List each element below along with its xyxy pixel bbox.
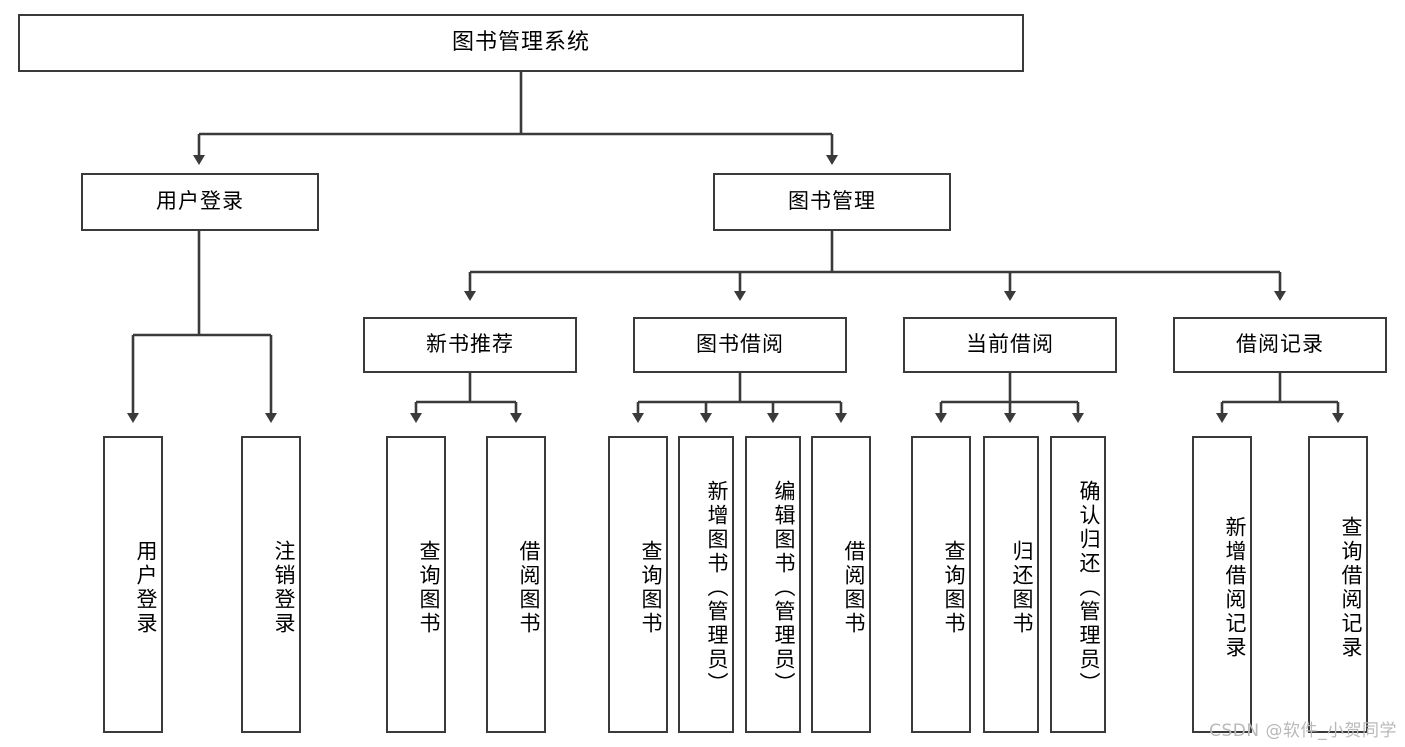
node-label: 图书管理系统 [451, 29, 590, 55]
node-label: 新增借阅记录 [1223, 515, 1247, 660]
node-borrow-record[interactable]: 借阅记录 [1173, 317, 1387, 373]
node-label: 当前借阅 [966, 332, 1054, 357]
node-leaf-query-book-current[interactable]: 查询图书 [911, 436, 971, 733]
node-label: 确认归还（管理员） [1077, 479, 1101, 696]
node-book-management[interactable]: 图书管理 [713, 173, 951, 231]
node-label: 编辑图书（管理员） [772, 479, 796, 696]
node-leaf-borrow-book-new[interactable]: 借阅图书 [486, 436, 546, 733]
node-label: 新增图书（管理员） [705, 479, 729, 696]
node-label: 查询图书 [942, 539, 966, 636]
node-new-book-recommend[interactable]: 新书推荐 [363, 317, 577, 373]
node-root-book-management-system[interactable]: 图书管理系统 [18, 14, 1024, 72]
node-leaf-borrow-book[interactable]: 借阅图书 [811, 436, 871, 733]
node-label: 注销登录 [272, 539, 296, 636]
node-leaf-query-borrow-record[interactable]: 查询借阅记录 [1308, 436, 1368, 733]
node-label: 查询图书 [639, 539, 663, 636]
node-label: 查询图书 [417, 539, 441, 636]
node-label: 借阅记录 [1236, 332, 1324, 357]
node-leaf-user-login[interactable]: 用户登录 [103, 436, 163, 733]
node-label: 用户登录 [156, 189, 244, 214]
watermark-text: CSDN @软件_小贺同学 [1209, 721, 1397, 741]
node-leaf-logout[interactable]: 注销登录 [241, 436, 301, 733]
node-label: 图书管理 [788, 189, 876, 214]
node-label: 查询借阅记录 [1339, 515, 1363, 660]
node-label: 借阅图书 [517, 539, 541, 636]
node-current-borrow[interactable]: 当前借阅 [903, 317, 1117, 373]
node-user-login[interactable]: 用户登录 [81, 173, 319, 231]
node-leaf-query-book-borrow[interactable]: 查询图书 [608, 436, 668, 733]
node-label: 借阅图书 [842, 539, 866, 636]
node-label: 新书推荐 [426, 332, 514, 357]
node-label: 归还图书 [1010, 539, 1034, 636]
node-leaf-query-book-new[interactable]: 查询图书 [386, 436, 446, 733]
node-leaf-confirm-return-admin[interactable]: 确认归还（管理员） [1050, 436, 1106, 733]
node-leaf-add-borrow-record[interactable]: 新增借阅记录 [1192, 436, 1252, 733]
node-label: 用户登录 [134, 539, 158, 636]
node-book-borrow[interactable]: 图书借阅 [633, 317, 847, 373]
node-leaf-edit-book-admin[interactable]: 编辑图书（管理员） [745, 436, 801, 733]
node-leaf-add-book-admin[interactable]: 新增图书（管理员） [678, 436, 734, 733]
node-leaf-return-book[interactable]: 归还图书 [983, 436, 1039, 733]
node-label: 图书借阅 [696, 332, 784, 357]
